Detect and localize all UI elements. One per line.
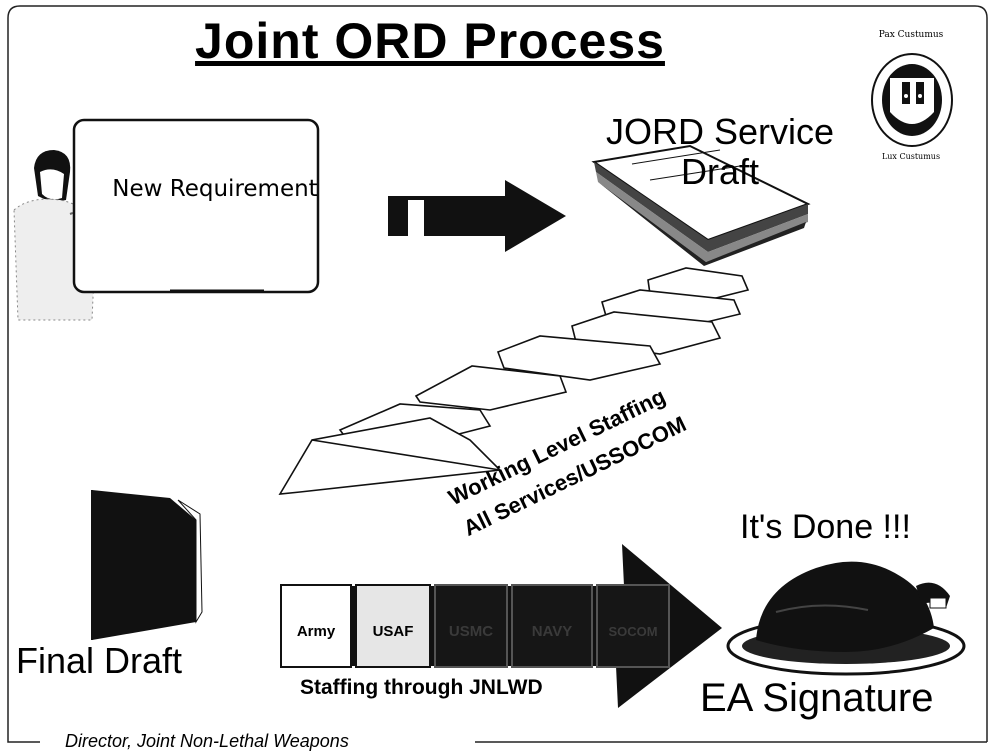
seal-bottom-text: Lux Custumus (881, 152, 941, 161)
slide-border (7, 5, 988, 743)
whiteboard (72, 118, 320, 294)
staffing-through-text: Staffing through JNLWD (300, 676, 543, 699)
right-arrow-icon (388, 180, 566, 252)
staffing-label-usaf: USAF (373, 623, 414, 640)
staffing-label-army: Army (297, 623, 336, 640)
staffing-box-army (280, 584, 352, 668)
staffing-label-socom: SOCOM (608, 624, 657, 639)
staffing-box-socom (596, 584, 670, 668)
slide-title: Joint ORD Process (195, 13, 665, 69)
new-requirement-text: New Requirement (112, 176, 318, 202)
staffing-folders (278, 267, 750, 495)
turkey-icon (726, 561, 966, 676)
final-draft-text: Final Draft (16, 640, 183, 681)
staffing-label-usmc: USMC (449, 623, 493, 640)
staffing-box-usaf (355, 584, 431, 668)
jord-service-draft-text: JORD Service Draft (605, 111, 835, 192)
staffing-label-navy: NAVY (532, 623, 573, 640)
staffing-box-usmc (434, 584, 508, 668)
book-icon (91, 490, 203, 640)
footer-text: Director, Joint Non-Lethal Weapons (65, 731, 349, 751)
its-done-text: It's Done !!! (740, 508, 911, 546)
staffing-box-navy (511, 584, 593, 668)
seal-icon (871, 53, 953, 147)
ea-signature-text: EA Signature (700, 676, 934, 720)
document-stack-icon (591, 144, 811, 266)
seal-top-text: Pax Custumus (878, 30, 944, 40)
